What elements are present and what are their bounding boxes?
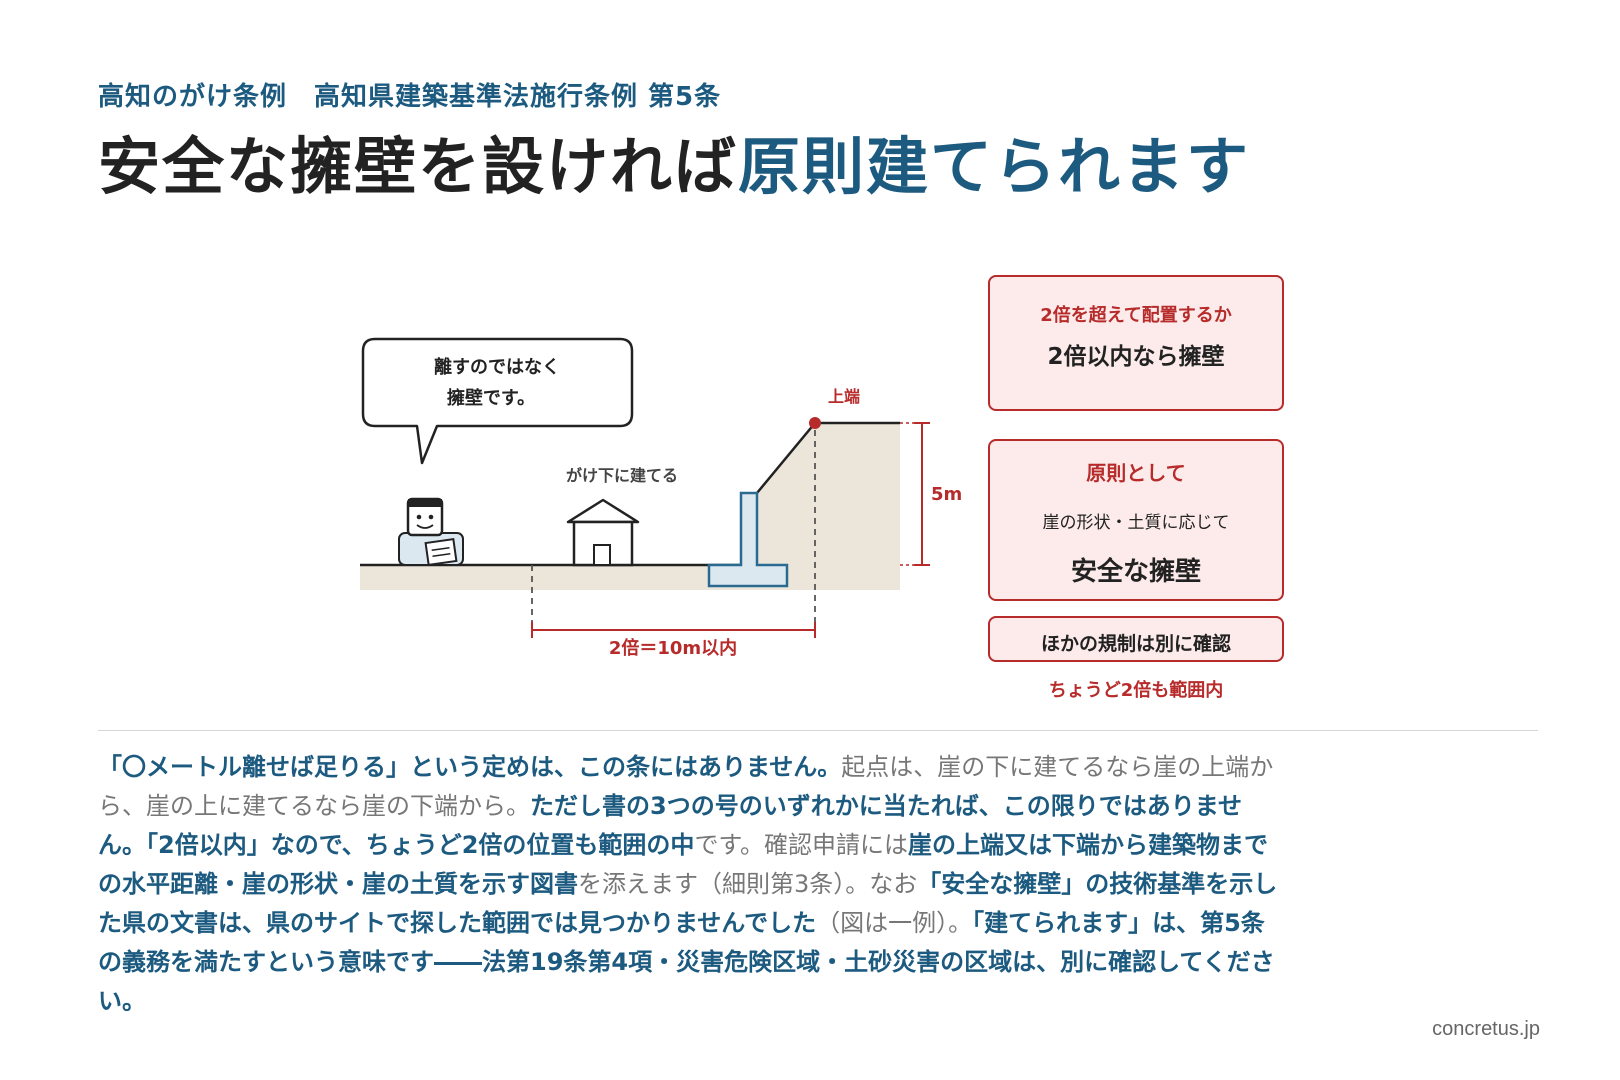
page-subtitle: 高知のがけ条例 高知県建築基準法施行条例 第5条 — [98, 82, 722, 112]
page-title: 安全な擁壁を設ければ原則建てられます — [98, 130, 1250, 204]
site-credit: concretus.jp — [1432, 1018, 1540, 1040]
title-plain: 安全な擁壁を設ければ — [98, 130, 739, 203]
section-divider — [98, 730, 1538, 731]
box2-line-2: 崖の形状・土質に応じて — [1042, 513, 1230, 533]
distance-label: 2倍＝10m以内 — [609, 637, 737, 659]
box2-line-3: 安全な擁壁 — [1070, 557, 1201, 587]
body-s7: 「安全な擁壁」の技術基準を示した県の文書は、県のサイトで探した範囲では見つかりま… — [98, 870, 1278, 937]
boundary-note: ちょうど2倍も範囲内 — [1048, 680, 1224, 701]
body-s5: 崖の上端又は下端から建築物までの水平距離・崖の形状・崖の土質を示す図書 — [98, 831, 1269, 898]
box3-line-1: ほかの規制は別に確認 — [1040, 633, 1231, 655]
speech-line-2: 擁壁です。 — [447, 387, 535, 409]
height-label: 5m — [931, 484, 962, 505]
body-s4: です。確認申請には — [694, 831, 909, 859]
body-s8: （図は一例）。 — [816, 909, 973, 937]
box1-line-2: 2倍以内なら擁壁 — [1047, 344, 1225, 370]
person-icon — [398, 497, 464, 566]
title-accent: 原則建てられます — [738, 130, 1251, 203]
house-icon — [566, 498, 640, 567]
retaining-wall — [707, 491, 789, 588]
explanation-paragraph: 「〇メートル離せば足りる」という定めは、この条にはありません。起点は、崖の下に建… — [98, 748, 1288, 1021]
ground-area — [360, 423, 900, 590]
condition-box-wall: 原則として 崖の形状・土質に応じて 安全な擁壁 — [988, 439, 1284, 601]
top-edge-label: 上端 — [828, 387, 860, 406]
box2-line-1: 原則として — [1086, 461, 1186, 485]
body-s2: 起点は、崖の下に建てるなら崖の上端から、崖の上に建てるなら崖の下端から。 — [98, 753, 1274, 820]
condition-box-other: ほかの規制は別に確認 — [988, 616, 1284, 662]
condition-box-distance: 2倍を超えて配置するか 2倍以内なら擁壁 — [988, 275, 1284, 411]
house-label: がけ下に建てる — [566, 466, 678, 485]
cliff-diagram: 上端 5m 2倍＝10m以内 がけ下に建てる 離すのではなく 擁壁です。 — [360, 337, 962, 659]
speech-bubble — [361, 337, 634, 465]
top-edge-dot — [809, 417, 821, 429]
body-s6: を添えます（細則第3条）。なお — [578, 870, 918, 898]
speech-line-1: 離すのではなく — [434, 356, 560, 378]
box1-line-1: 2倍を超えて配置するか — [1040, 305, 1232, 326]
body-s9: 「建てられます」は、第5条の義務を満たすという意味です――法第19条第4項・災害… — [98, 909, 1275, 1015]
body-s1: 「〇メートル離せば足りる」という定めは、この条にはありません。 — [98, 753, 842, 781]
body-s3: ただし書の3つの号のいずれかに当たれば、この限りではありません。「2倍以内」なの… — [98, 792, 1242, 859]
